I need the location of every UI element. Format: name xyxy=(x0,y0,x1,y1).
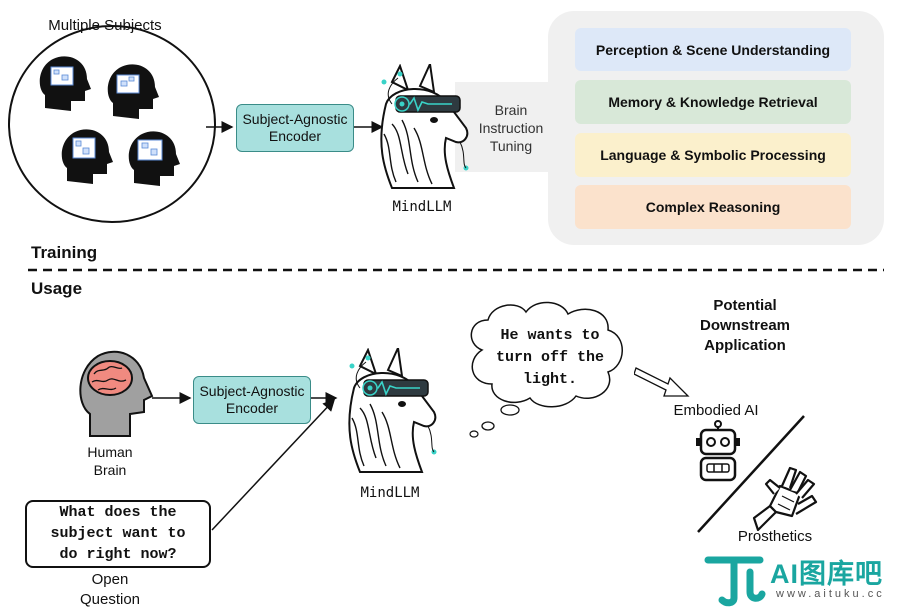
llama-icon xyxy=(348,348,437,473)
capability-memory: Memory & Knowledge Retrieval xyxy=(575,80,851,124)
human-brain-line1: Human xyxy=(87,444,133,460)
usage-arrows xyxy=(152,392,338,531)
downstream-line1: Potential xyxy=(713,297,777,314)
tuning-band xyxy=(455,82,555,172)
thought-line2: turn off the xyxy=(495,349,605,366)
thought-line3: light. xyxy=(522,371,577,388)
watermark-logo-icon xyxy=(704,556,766,607)
question-line1: What does the xyxy=(59,504,177,521)
downstream-title: Potential Downstream Application xyxy=(680,296,810,356)
capability-language: Language & Symbolic Processing xyxy=(575,133,851,177)
prosthetics-label: Prosthetics xyxy=(737,528,813,545)
capability-reasoning: Complex Reasoning xyxy=(575,185,851,229)
open-question-line2: Question xyxy=(79,591,141,608)
encoder-label-line2: Encoder xyxy=(268,128,322,144)
thought-line1: He wants to xyxy=(500,327,600,344)
question-box: What does the subject want to do right n… xyxy=(25,500,211,568)
open-question-line1: Open xyxy=(91,571,129,588)
multiple-subjects-label: Multiple Subjects xyxy=(48,17,162,34)
head-icon xyxy=(61,129,113,184)
capability-perception: Perception & Scene Understanding xyxy=(575,28,851,71)
human-brain-icon xyxy=(79,350,154,437)
tuning-line1: Brain xyxy=(494,102,528,118)
tuning-line2: Instruction xyxy=(478,120,544,136)
watermark-url: www.aituku.cc xyxy=(776,588,885,600)
training-section-label: Training xyxy=(31,243,98,262)
head-icon xyxy=(39,56,91,111)
open-question-label: Open Question xyxy=(60,570,160,610)
training-arrows xyxy=(206,121,384,133)
human-brain-line2: Brain xyxy=(93,462,127,478)
downstream-line2: Downstream xyxy=(699,317,791,334)
robot-icon xyxy=(696,420,740,482)
section-divider xyxy=(28,268,884,272)
encoder-label-line1: Subject-Agnostic xyxy=(242,111,348,127)
usage-model-label: MindLLM xyxy=(360,485,420,501)
llama-icon xyxy=(380,64,469,189)
thought-text: He wants to turn off the light. xyxy=(484,325,616,391)
question-line3: do right now? xyxy=(59,546,177,563)
training-model-label: MindLLM xyxy=(392,199,452,215)
brain-instruction-tuning-label: Brain Instruction Tuning xyxy=(470,101,552,155)
thought-cloud xyxy=(469,301,623,438)
prosthetic-hand-icon xyxy=(752,466,818,532)
encoder-label-line1: Subject-Agnostic xyxy=(199,383,305,399)
watermark-brand: AI图库吧 xyxy=(770,559,883,589)
head-icon xyxy=(128,131,180,186)
human-brain-label: Human Brain xyxy=(70,443,150,479)
usage-section-label: Usage xyxy=(31,279,83,298)
downstream-line3: Application xyxy=(704,337,786,354)
question-line2: subject want to xyxy=(50,525,186,542)
head-icon xyxy=(107,64,159,119)
tuning-line3: Tuning xyxy=(489,138,533,154)
application-divider xyxy=(697,415,805,533)
subjects-circle xyxy=(8,25,216,223)
encoder-label-line2: Encoder xyxy=(225,400,279,416)
downstream-arrow xyxy=(634,367,690,397)
embodied-ai-label: Embodied AI xyxy=(673,402,759,419)
